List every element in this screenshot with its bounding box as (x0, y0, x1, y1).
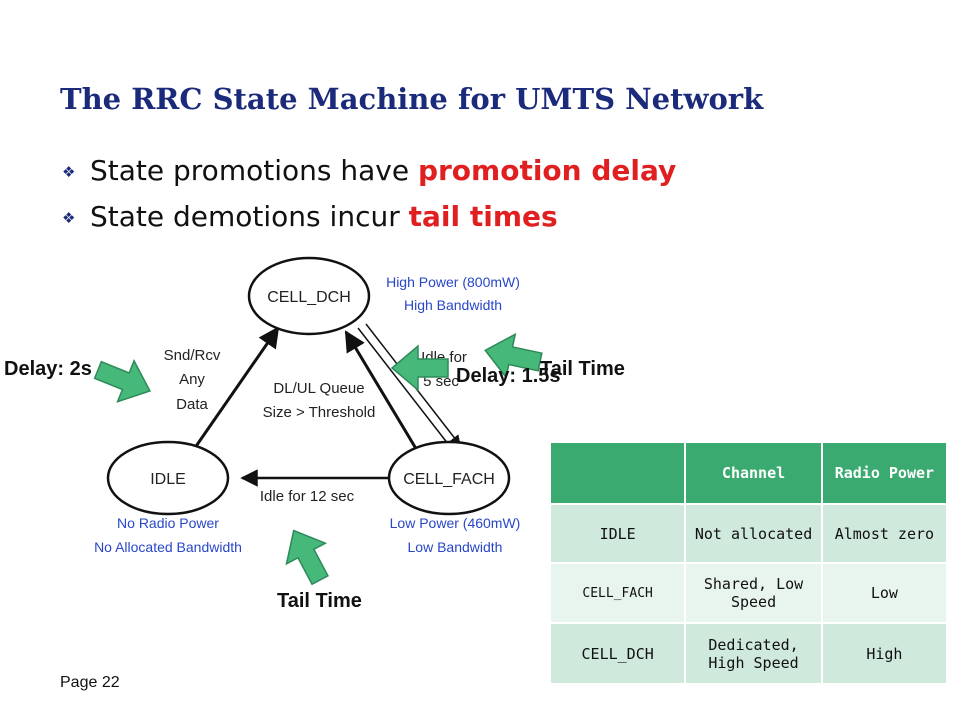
bullet-text: State promotions have (90, 154, 418, 187)
idle-desc-bandwidth: No Allocated Bandwidth (94, 539, 242, 555)
diamond-bullet-icon: ❖ (62, 163, 76, 181)
idle-desc-power: No Radio Power (117, 515, 219, 531)
table-cell: Almost zero (820, 503, 949, 564)
dch-to-fach-arrow-outline (357, 327, 453, 450)
bullet-text: State demotions incur (90, 200, 409, 233)
table-cell: Shared, Low Speed (684, 562, 823, 624)
tail-time-right-label: Tail Time (540, 358, 625, 380)
rrc-state-table: Channel Radio Power IDLE Not allocated A… (548, 441, 949, 685)
idle-twelve-label: Idle for 12 sec (260, 488, 355, 505)
table-cell: High (820, 622, 949, 685)
any-label: Any (179, 371, 205, 388)
page-number: Page 22 (60, 674, 120, 691)
state-label-idle: IDLE (150, 471, 186, 488)
table-cell: Not allocated (684, 503, 823, 564)
tail-time-right-arrow-icon (484, 332, 543, 380)
delay-1-5s-arrow-icon (390, 344, 449, 392)
queue-label: DL/UL Queue (273, 380, 364, 397)
delay-2s-arrow-icon (93, 359, 151, 403)
fach-to-dch-arrow (344, 330, 420, 453)
delay-2s-label: Delay: 2s (4, 358, 92, 380)
table-header-cell (548, 441, 687, 505)
diamond-bullet-icon: ❖ (62, 209, 76, 227)
dch-desc-power: High Power (800mW) (386, 274, 520, 290)
state-cell-dch (247, 256, 371, 336)
bullet-highlight: promotion delay (417, 154, 677, 187)
slide-title: The RRC State Machine for UMTS Network (60, 82, 764, 116)
dch-desc-bandwidth: High Bandwidth (404, 297, 502, 313)
idle-to-dch-arrow (190, 326, 280, 453)
table-cell: IDLE (548, 503, 687, 564)
data-label: Data (176, 396, 208, 413)
table-row: CELL_FACH Shared, Low Speed Low (548, 562, 949, 624)
table-cell: Dedicated, High Speed (684, 622, 823, 685)
bullet-demotion: ❖ State demotions incur tail times (62, 200, 558, 233)
state-label-cell-dch: CELL_DCH (267, 289, 351, 306)
table-header-cell: Radio Power (820, 441, 949, 505)
tail-time-bottom-label: Tail Time (277, 590, 362, 612)
tail-time-bottom-arrow-icon (285, 529, 329, 586)
bullet-promotion: ❖ State promotions have promotion delay (62, 154, 676, 187)
table-header-row: Channel Radio Power (548, 441, 949, 505)
fach-desc-power: Low Power (460mW) (390, 515, 521, 531)
threshold-label: Size > Threshold (263, 404, 376, 421)
bullet-highlight: tail times (408, 200, 558, 233)
table-cell: CELL_FACH (548, 562, 687, 624)
table-row: CELL_DCH Dedicated, High Speed High (548, 622, 949, 685)
state-label-cell-fach: CELL_FACH (403, 471, 495, 488)
table-header-cell: Channel (684, 441, 823, 505)
state-idle (106, 440, 230, 516)
table-row: IDLE Not allocated Almost zero (548, 503, 949, 564)
state-cell-fach (387, 440, 511, 516)
snd-rcv-label: Snd/Rcv (164, 347, 221, 364)
table-cell: Low (820, 562, 949, 624)
table-cell: CELL_DCH (548, 622, 687, 685)
delay-1-5s-label: Delay: 1.5s (456, 365, 561, 387)
fach-desc-bandwidth: Low Bandwidth (408, 539, 503, 555)
